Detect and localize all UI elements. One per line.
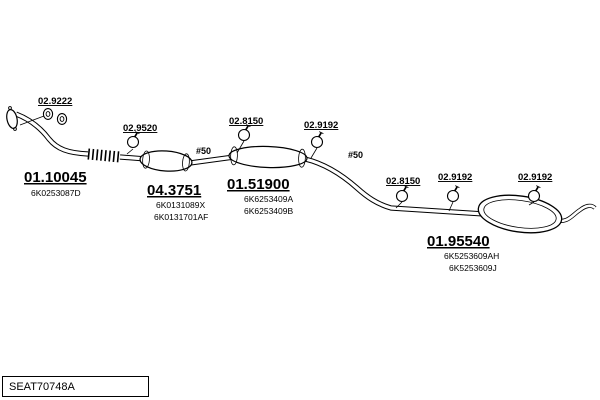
front-flange [6,106,18,131]
rear-silencer-drawing [477,194,563,234]
part-number-clamp-rear-a[interactable]: 02.9192 [438,172,472,183]
oem-code: 6K0131701AF [154,212,208,222]
oem-code: 6K5253609J [449,263,497,273]
clamp-icon [446,184,461,203]
pipe-diameter-note: #50 [348,150,363,160]
part-number-rear-silencer[interactable]: 01.95540 [427,233,490,250]
part-number-gasket[interactable]: 02.9222 [38,96,72,107]
gasket-icon [56,113,68,125]
part-number-middle-silencer[interactable]: 01.51900 [227,176,290,193]
oem-code: 6K5253609AH [444,251,499,261]
part-number-clamp-mid-outlet[interactable]: 02.9192 [304,120,338,131]
catalytic-converter-drawing [139,150,193,172]
oem-code: 6K0253087D [31,188,81,198]
clamp-icon [527,184,542,203]
part-number-clamp-rear-inlet[interactable]: 02.8150 [386,176,420,187]
middle-silencer-drawing [228,145,308,169]
pipe-diameter-note: #50 [196,146,211,156]
oem-code: 6K6253409B [244,206,293,216]
oem-code: 6K0131089X [156,200,205,210]
clamp-icon [310,130,325,149]
oem-code: 6K6253409A [244,194,293,204]
part-number-clamp-rear-b[interactable]: 02.9192 [518,172,552,183]
drawing-reference-box: SEAT70748A [2,376,149,397]
drawing-reference-code: SEAT70748A [9,380,75,393]
clamp-icon [395,184,410,203]
part-number-catalyst[interactable]: 04.3751 [147,182,201,199]
flex-pipe-section [87,148,121,163]
part-number-clamp-front[interactable]: 02.9520 [123,123,157,134]
leader-lines [19,115,535,212]
part-number-clamp-mid-inlet[interactable]: 02.8150 [229,116,263,127]
part-number-front-pipe[interactable]: 01.10045 [24,169,87,186]
pipe-runs [15,111,597,224]
gasket-icon [42,108,54,120]
